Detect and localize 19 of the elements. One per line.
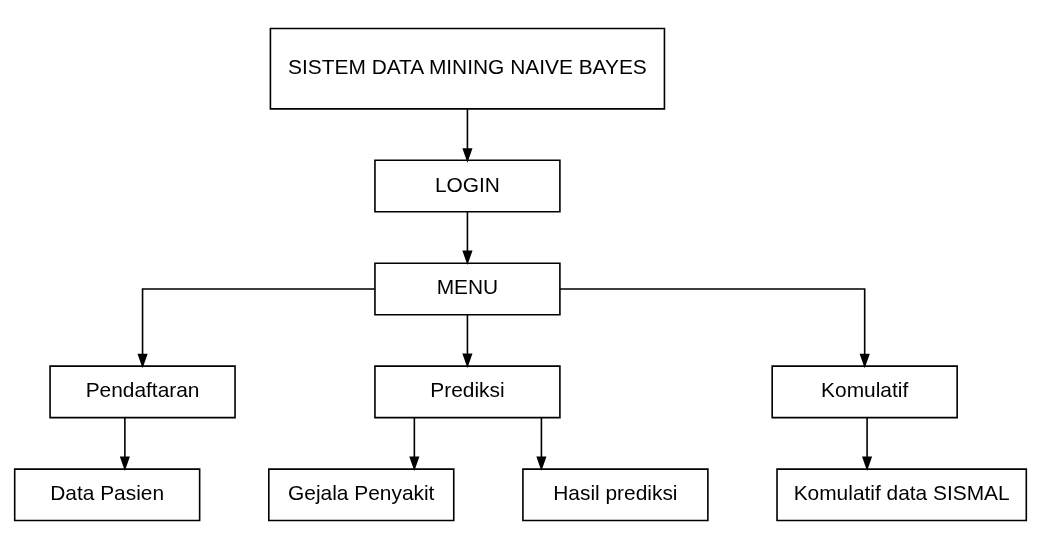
- arrow: [119, 416, 130, 471]
- node-box: LOGIN: [374, 159, 561, 213]
- arrow: [462, 107, 473, 163]
- node-box: Komulatif: [771, 364, 958, 418]
- node-box: Pendaftaran: [49, 364, 236, 418]
- node-box: SISTEM DATA MINING NAIVE BAYES: [269, 27, 666, 110]
- node-box: Data Pasien: [13, 467, 201, 521]
- node-box: Hasil prediksi: [522, 467, 709, 521]
- arrow: [462, 210, 473, 265]
- arrow: [536, 416, 547, 471]
- node-box: Komulatif data SISMAL: [776, 467, 1028, 521]
- node-box: MENU: [374, 261, 561, 315]
- node-box: Gejala Penyakit: [268, 467, 455, 521]
- arrow: [137, 287, 376, 368]
- arrow: [409, 416, 420, 471]
- node-box: Prediksi: [374, 364, 561, 418]
- arrow: [559, 287, 870, 368]
- arrow: [862, 416, 873, 471]
- arrow: [462, 313, 473, 368]
